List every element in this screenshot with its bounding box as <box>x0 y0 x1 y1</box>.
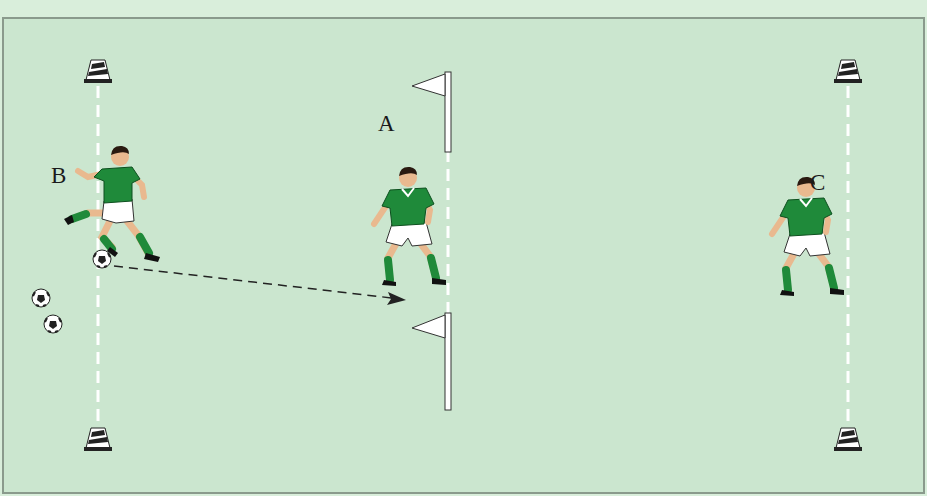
player-label: C <box>810 171 825 194</box>
player-label: B <box>51 164 66 187</box>
player-label: A <box>378 112 395 135</box>
